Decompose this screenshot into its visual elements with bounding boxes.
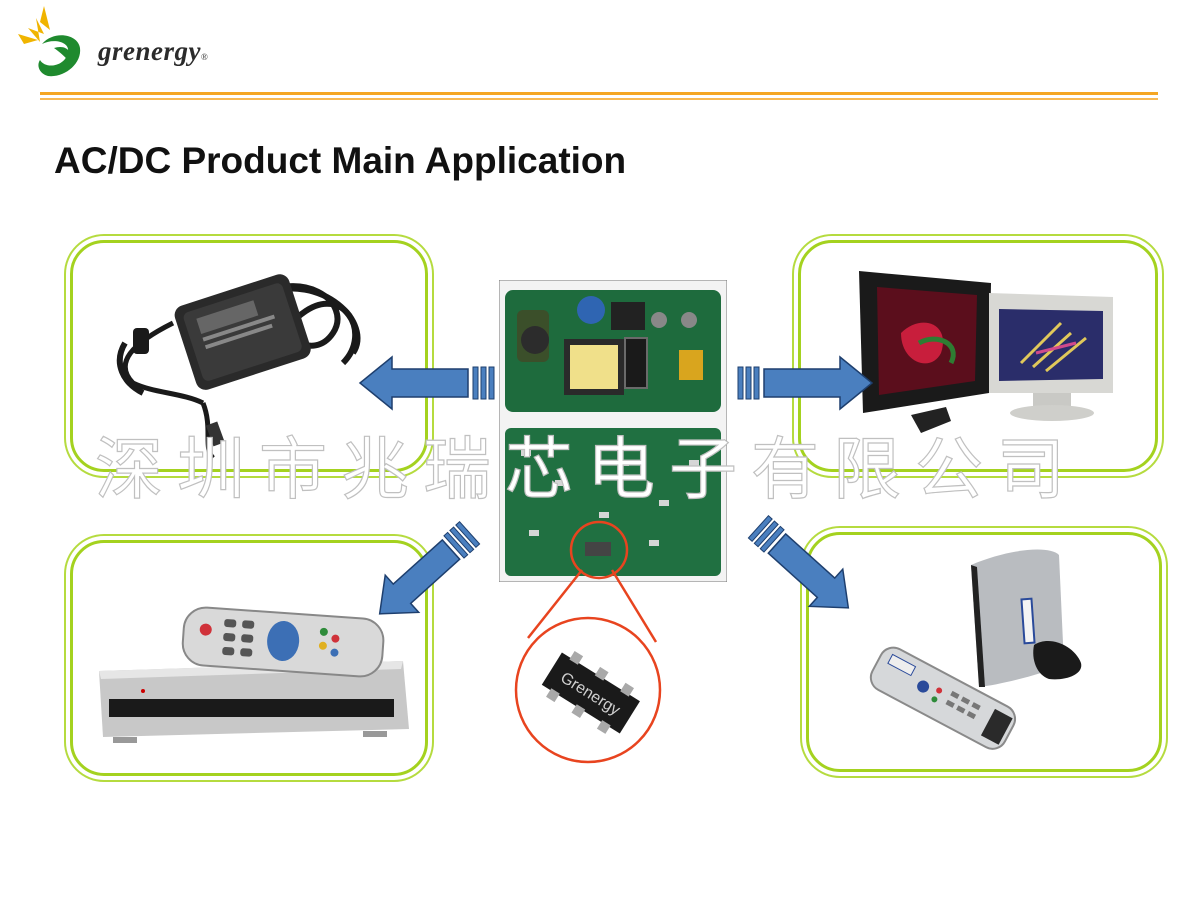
application-frame-media-player bbox=[806, 532, 1162, 772]
media-player-with-remote-icon bbox=[869, 549, 1082, 750]
arrow-right-icon bbox=[737, 355, 874, 411]
application-frame-power-adapter bbox=[70, 240, 428, 472]
laptop-power-adapter-icon bbox=[116, 274, 361, 460]
page-title: AC/DC Product Main Application bbox=[54, 140, 627, 181]
chip-zoom-callout: Grenergy bbox=[514, 569, 662, 764]
arrow-down-right-icon bbox=[747, 514, 850, 609]
header-rule-orange bbox=[40, 92, 1158, 95]
brand-name: grenergy® bbox=[98, 36, 209, 66]
application-frame-lcd-monitor bbox=[798, 240, 1158, 472]
header-rule-orange-thin bbox=[40, 98, 1158, 100]
application-frame-set-top-box bbox=[70, 540, 428, 776]
arrow-down-left-icon bbox=[378, 520, 481, 615]
power-supply-pcb-image bbox=[499, 280, 727, 582]
lcd-monitors-icon bbox=[859, 271, 1113, 433]
arrow-left-icon bbox=[358, 355, 495, 411]
grenergy-logo-icon bbox=[18, 6, 81, 77]
set-top-box-with-remote-icon bbox=[99, 606, 409, 743]
